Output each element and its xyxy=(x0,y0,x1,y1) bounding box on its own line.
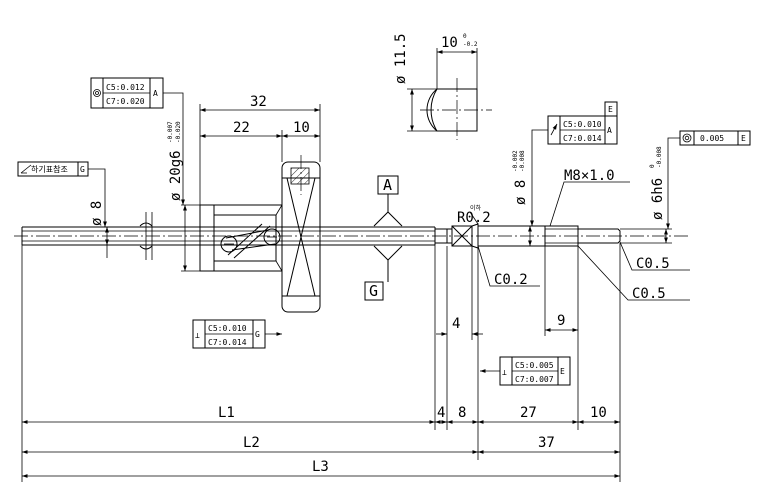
svg-text:이하: 이하 xyxy=(470,204,482,212)
svg-text:C7:0.007: C7:0.007 xyxy=(515,375,554,384)
svg-text:⊥: ⊥ xyxy=(502,368,507,377)
svg-text:C0.2: C0.2 xyxy=(494,272,528,288)
svg-text:9: 9 xyxy=(557,313,565,329)
datum-A: A xyxy=(373,175,403,227)
svg-text:A: A xyxy=(153,89,158,98)
svg-text:0: 0 xyxy=(649,164,656,168)
svg-text:ø 20g6: ø 20g6 xyxy=(168,150,184,201)
dim-phi20: ø 20g6 -0.007 -0.020 xyxy=(167,121,200,272)
section-view: 10 0 -0.2 ø 11.5 xyxy=(393,33,492,140)
nut-flange xyxy=(281,155,321,313)
dim-32: 32 xyxy=(199,94,321,205)
svg-text:하기표참조: 하기표참조 xyxy=(31,164,68,174)
frame-perp-E: ⊥ C5:0.005 C7:0.007 E xyxy=(480,356,571,386)
svg-text:ø 8: ø 8 xyxy=(89,201,105,226)
svg-text:10: 10 xyxy=(293,120,310,136)
dim-9: 9 xyxy=(544,246,579,336)
frame-runout-A: C5:0.012 C7:0.020 A xyxy=(90,77,185,205)
svg-text:-0.008: -0.008 xyxy=(519,150,526,172)
svg-text:C7:0.014: C7:0.014 xyxy=(563,134,602,143)
svg-text:22: 22 xyxy=(233,120,250,136)
svg-text:E: E xyxy=(608,105,613,114)
svg-text:L1: L1 xyxy=(218,405,235,421)
svg-text:-0.2: -0.2 xyxy=(463,41,478,48)
svg-text:M8×1.0: M8×1.0 xyxy=(564,168,615,184)
note-c05b: C0.5 xyxy=(577,245,690,302)
bottom-dims: L1 4 8 27 10 L2 37 L3 xyxy=(21,243,621,482)
svg-text:G: G xyxy=(255,330,260,339)
frame-straight-G: 하기표참조 G xyxy=(17,161,107,227)
svg-text:⊥: ⊥ xyxy=(195,331,200,340)
note-r02: R0.2 이하 xyxy=(457,204,491,226)
svg-text:-0.007: -0.007 xyxy=(167,121,174,143)
note-m8: M8×1.0 xyxy=(549,168,630,227)
svg-text:27: 27 xyxy=(520,405,537,421)
svg-text:G: G xyxy=(369,282,378,300)
frame-runout-right-A: C5:0.010 C7:0.014 A E xyxy=(530,101,618,226)
note-c02: C0.2 xyxy=(477,245,540,288)
dim-22-10: 22 10 xyxy=(200,120,320,162)
svg-text:10: 10 xyxy=(441,35,458,51)
svg-text:37: 37 xyxy=(538,435,555,451)
dim-phi8-right: ø 8 -0.002 -0.008 xyxy=(512,150,532,246)
svg-text:-0.020: -0.020 xyxy=(175,121,182,143)
svg-text:8: 8 xyxy=(458,405,466,421)
dim-phi6: ø 6h6 0 -0.008 xyxy=(620,146,672,244)
svg-text:4: 4 xyxy=(437,405,445,421)
shaft-end xyxy=(434,223,621,249)
frame-perp-G: ⊥ C5:0.010 C7:0.014 G xyxy=(192,319,282,349)
svg-text:10: 10 xyxy=(590,405,607,421)
ball-nut xyxy=(199,204,283,272)
svg-text:L3: L3 xyxy=(312,459,329,475)
svg-text:E: E xyxy=(741,134,746,143)
svg-text:-0.008: -0.008 xyxy=(656,146,663,168)
svg-text:32: 32 xyxy=(250,94,267,110)
dim-phi8: ø 8 xyxy=(89,201,109,258)
svg-text:ø 8: ø 8 xyxy=(513,180,529,205)
svg-text:C5:0.010: C5:0.010 xyxy=(208,324,247,333)
note-c05a: C0.5 xyxy=(619,241,690,272)
svg-text:G: G xyxy=(80,165,85,174)
svg-text:A: A xyxy=(383,176,392,194)
svg-text:L2: L2 xyxy=(243,435,260,451)
svg-text:0: 0 xyxy=(463,33,467,40)
svg-text:C0.5: C0.5 xyxy=(632,286,666,302)
svg-text:0.005: 0.005 xyxy=(700,134,724,143)
svg-text:C7:0.014: C7:0.014 xyxy=(208,338,247,347)
svg-text:4: 4 xyxy=(452,316,460,332)
svg-text:E: E xyxy=(560,367,565,376)
svg-text:ø 11.5: ø 11.5 xyxy=(393,33,409,84)
dim-4-a: 4 xyxy=(436,246,483,340)
svg-text:C5:0.010: C5:0.010 xyxy=(563,120,602,129)
svg-text:C5:0.012: C5:0.012 xyxy=(106,83,145,92)
svg-text:C7:0.020: C7:0.020 xyxy=(106,97,145,106)
frame-conc-E: 0.005 E xyxy=(666,130,751,229)
svg-text:ø 6h6: ø 6h6 xyxy=(650,178,666,220)
svg-text:C0.5: C0.5 xyxy=(636,256,670,272)
svg-text:A: A xyxy=(607,126,612,135)
svg-text:C5:0.005: C5:0.005 xyxy=(515,361,554,370)
svg-text:-0.002: -0.002 xyxy=(512,150,519,172)
screw-shaft xyxy=(21,212,435,260)
datum-G: G xyxy=(364,245,403,301)
